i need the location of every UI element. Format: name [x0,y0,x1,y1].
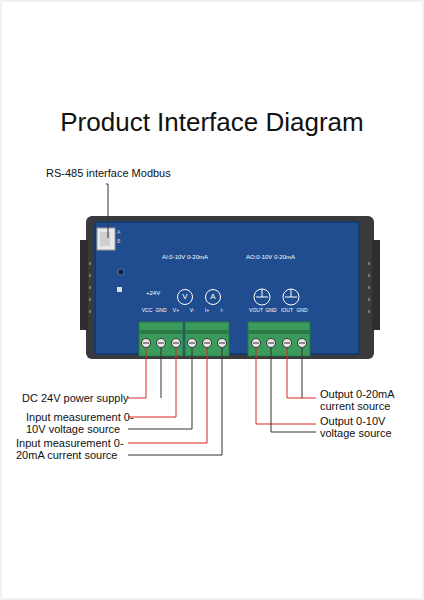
interface-label: RS-485 interface Modbus [46,167,186,179]
callout-text: DC 24V power supply [22,392,142,404]
pin-name: V- [185,307,199,313]
pin-name: I- [215,307,229,313]
section-label: AO:0-10V 0-20mA [246,254,326,261]
pin-name: V+ [169,307,183,313]
pin-name: GND [295,307,309,313]
callout-text: Input measurement 0-10V voltage source [26,411,138,435]
callout-text: Output 0-20mA current source [320,388,410,412]
meter-symbol: A [205,289,221,305]
pin-name: GND [154,307,168,313]
pin-name: VOUT [248,307,264,313]
meter-letter: A [210,293,215,301]
callout-text: Input measurement 0-20mA current source [16,437,136,461]
pin-name: VCC [140,307,154,313]
pin-name: B [117,238,125,244]
voltage-label: +24V [146,290,176,297]
callout-text: Output 0-10V voltage source [320,415,410,439]
pin-name: I+ [200,307,214,313]
pin-name: A [117,229,125,235]
section-label: AI:0-10V 0-20mA [162,254,242,261]
diagram-title: Product Interface Diagram [0,106,424,138]
pin-name: GND [264,307,278,313]
meter-symbol: V [177,289,193,305]
meter-letter: V [182,293,187,301]
pin-name: IOUT [279,307,295,313]
